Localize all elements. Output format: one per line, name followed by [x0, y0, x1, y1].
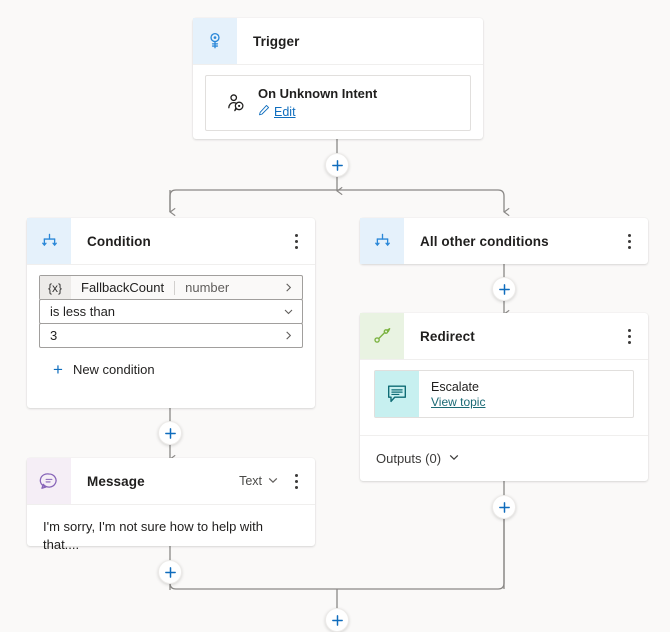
condition-title: Condition: [87, 233, 151, 249]
chevron-right-icon: [283, 282, 302, 293]
chevron-down-icon: [267, 474, 279, 489]
trigger-title: Trigger: [253, 33, 300, 49]
trigger-header: Trigger: [193, 18, 483, 65]
condition-value-field[interactable]: 3: [39, 323, 303, 348]
node-message[interactable]: Message Text I'm sorry, I'm not sure how…: [27, 458, 315, 552]
condition-variable-name: FallbackCount: [81, 280, 165, 295]
condition-operator-value: is less than: [50, 304, 116, 319]
variable-badge: {x}: [40, 276, 72, 299]
condition-header: Condition: [27, 218, 315, 265]
add-node-after-redirect[interactable]: [492, 495, 516, 519]
redirect-outputs-toggle[interactable]: Outputs (0): [360, 435, 648, 481]
node-redirect[interactable]: Redirect Escalate View topic Outputs (0): [360, 313, 648, 481]
message-text[interactable]: I'm sorry, I'm not sure how to help with…: [43, 519, 264, 552]
condition-operator-field[interactable]: is less than: [39, 299, 303, 324]
chevron-right-icon: [283, 330, 302, 341]
node-all-other-conditions[interactable]: All other conditions: [360, 218, 648, 264]
chevron-down-icon: [283, 306, 302, 317]
all-other-conditions-kebab-menu-icon[interactable]: [620, 229, 638, 253]
message-header: Message Text: [27, 458, 315, 505]
trigger-edit-link[interactable]: Edit: [274, 104, 296, 119]
redirect-kebab-menu-icon[interactable]: [620, 324, 638, 348]
message-type-dropdown[interactable]: Text: [239, 474, 279, 489]
all-other-conditions-header: All other conditions: [360, 218, 648, 264]
redirect-topic-card[interactable]: Escalate View topic: [374, 370, 634, 418]
condition-variable-field[interactable]: {x} FallbackCount number: [39, 275, 303, 300]
condition-value: 3: [50, 328, 58, 343]
trigger-card-title: On Unknown Intent: [258, 85, 378, 101]
add-node-after-all-other-conditions[interactable]: [492, 277, 516, 301]
topic-message-icon: [375, 371, 419, 417]
add-node-after-message[interactable]: [158, 560, 182, 584]
trigger-intent-card[interactable]: On Unknown Intent Edit: [205, 75, 471, 131]
all-other-conditions-title: All other conditions: [420, 233, 549, 249]
user-intent-icon: [214, 92, 258, 114]
field-divider: [174, 280, 176, 295]
redirect-outputs-label: Outputs (0): [376, 451, 442, 466]
redirect-card-title: Escalate: [431, 379, 479, 394]
chevron-down-icon: [448, 451, 460, 466]
add-node-after-merge[interactable]: [325, 608, 349, 632]
redirect-arrow-icon: [360, 313, 404, 359]
node-condition[interactable]: Condition {x} FallbackCount number is le…: [27, 218, 315, 408]
trigger-bolt-icon: [193, 18, 237, 64]
message-title: Message: [87, 473, 145, 489]
pencil-icon: [258, 103, 270, 121]
new-condition-label: New condition: [72, 362, 155, 377]
add-node-after-condition[interactable]: [158, 421, 182, 445]
condition-variable-type: number: [185, 280, 230, 295]
redirect-title: Redirect: [420, 328, 475, 344]
message-kebab-menu-icon[interactable]: [287, 469, 305, 493]
branch-condition-icon: [27, 218, 71, 264]
view-topic-link[interactable]: View topic: [431, 394, 486, 409]
add-node-after-trigger[interactable]: [325, 153, 349, 177]
new-condition-button[interactable]: + New condition: [39, 347, 303, 378]
condition-body: {x} FallbackCount number is less than 3: [27, 265, 315, 378]
message-bubble-icon: [27, 458, 71, 504]
plus-icon: +: [53, 360, 63, 379]
condition-kebab-menu-icon[interactable]: [287, 229, 305, 253]
branch-condition-icon: [360, 218, 404, 264]
node-trigger[interactable]: Trigger On Unknown Intent: [193, 18, 483, 139]
message-type-label: Text: [239, 474, 262, 488]
redirect-header: Redirect: [360, 313, 648, 360]
